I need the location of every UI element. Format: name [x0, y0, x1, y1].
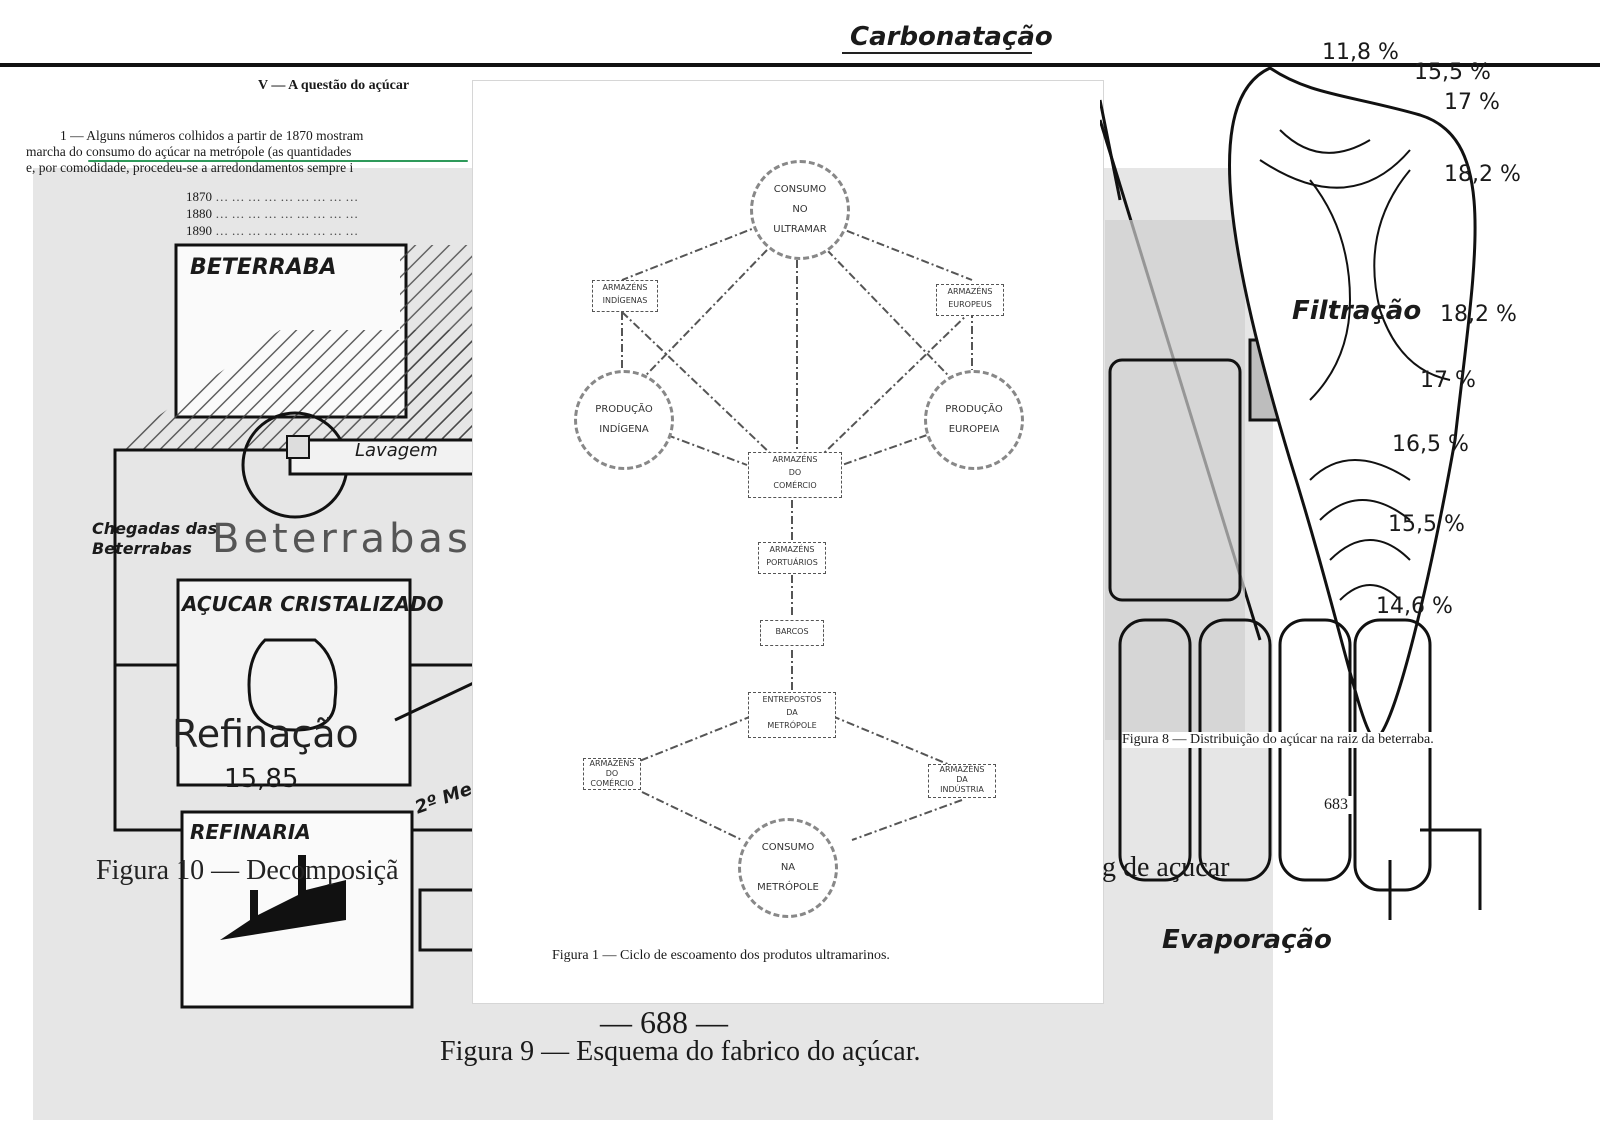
paragraph-line: e, por comodidade, procedeu-se a arredon…	[26, 160, 354, 175]
node-barcos: BARCOS	[760, 620, 824, 646]
value-label: 15,85	[224, 764, 299, 794]
figure10-caption-partial: Figura 10 — Decomposiçã	[96, 855, 399, 886]
acucar-box	[176, 578, 412, 787]
figure9-drawing	[110, 243, 480, 1009]
year-item: 1890 … … … … … … … … …	[186, 223, 359, 238]
paragraph-line: 1 — Alguns números colhidos a partir de …	[60, 128, 364, 143]
page-number: — 688 —	[600, 1004, 728, 1040]
pct-label-2: 15,5 %	[1414, 60, 1491, 85]
pct-label-9: 14,6 %	[1376, 594, 1453, 619]
pct-label-4: 18,2 %	[1444, 162, 1521, 187]
pct-label-5: 18,2 %	[1440, 302, 1517, 327]
pct-label-3: 17 %	[1444, 90, 1500, 115]
refinaria-label: REFINARIA	[190, 820, 311, 844]
carbonatacao-underline	[842, 52, 1032, 54]
year-item: 1870 … … … … … … … … …	[186, 189, 359, 204]
year-item: 1880 … … … … … … … … …	[186, 206, 359, 221]
top-rule	[0, 63, 1600, 67]
pct-label-6: 17 %	[1420, 368, 1476, 393]
figure8-drawing	[1100, 66, 1482, 920]
green-underline	[88, 160, 468, 162]
figure1-caption: Figura 1 — Ciclo de escoamento dos produ…	[552, 948, 890, 963]
stamp-label: 683	[1320, 796, 1352, 814]
figure9-caption: Figura 9 — Esquema do fabrico do açúcar.	[440, 1036, 921, 1067]
partial-text: g de açucar	[1102, 852, 1230, 883]
evaporacao-label: Evaporação	[1162, 925, 1332, 955]
beterraba-label: BETERRABA	[190, 255, 337, 280]
section-heading: V — A questão do açúcar	[258, 78, 410, 93]
lavagem-label: Lavagem	[355, 440, 438, 461]
beterrabas-big-label: Beterrabas	[212, 516, 472, 562]
chegada-label: Chegadas das Beterrabas	[92, 519, 218, 558]
filtracao-label: Filtração	[1292, 296, 1422, 326]
paragraph: 1 — Alguns números colhidos a partir de …	[26, 128, 473, 176]
hatched-roof	[110, 330, 480, 450]
carbonatacao-label: Carbonatação	[850, 22, 1053, 52]
pct-label-7: 16,5 %	[1392, 432, 1469, 457]
pct-label-1: 11,8 %	[1322, 40, 1399, 65]
pct-label-8: 15,5 %	[1388, 512, 1465, 537]
figure8-caption: Figura 8 — Distribuição do açúcar na rai…	[1122, 732, 1434, 748]
refinacao-label: Refinação	[172, 712, 359, 756]
figure1-connections	[616, 224, 973, 841]
acucar-cristalizado-label: AÇUCAR CRISTALIZADO	[182, 592, 444, 616]
paragraph-line: marcha do consumo do açúcar na metrópole…	[26, 144, 352, 159]
